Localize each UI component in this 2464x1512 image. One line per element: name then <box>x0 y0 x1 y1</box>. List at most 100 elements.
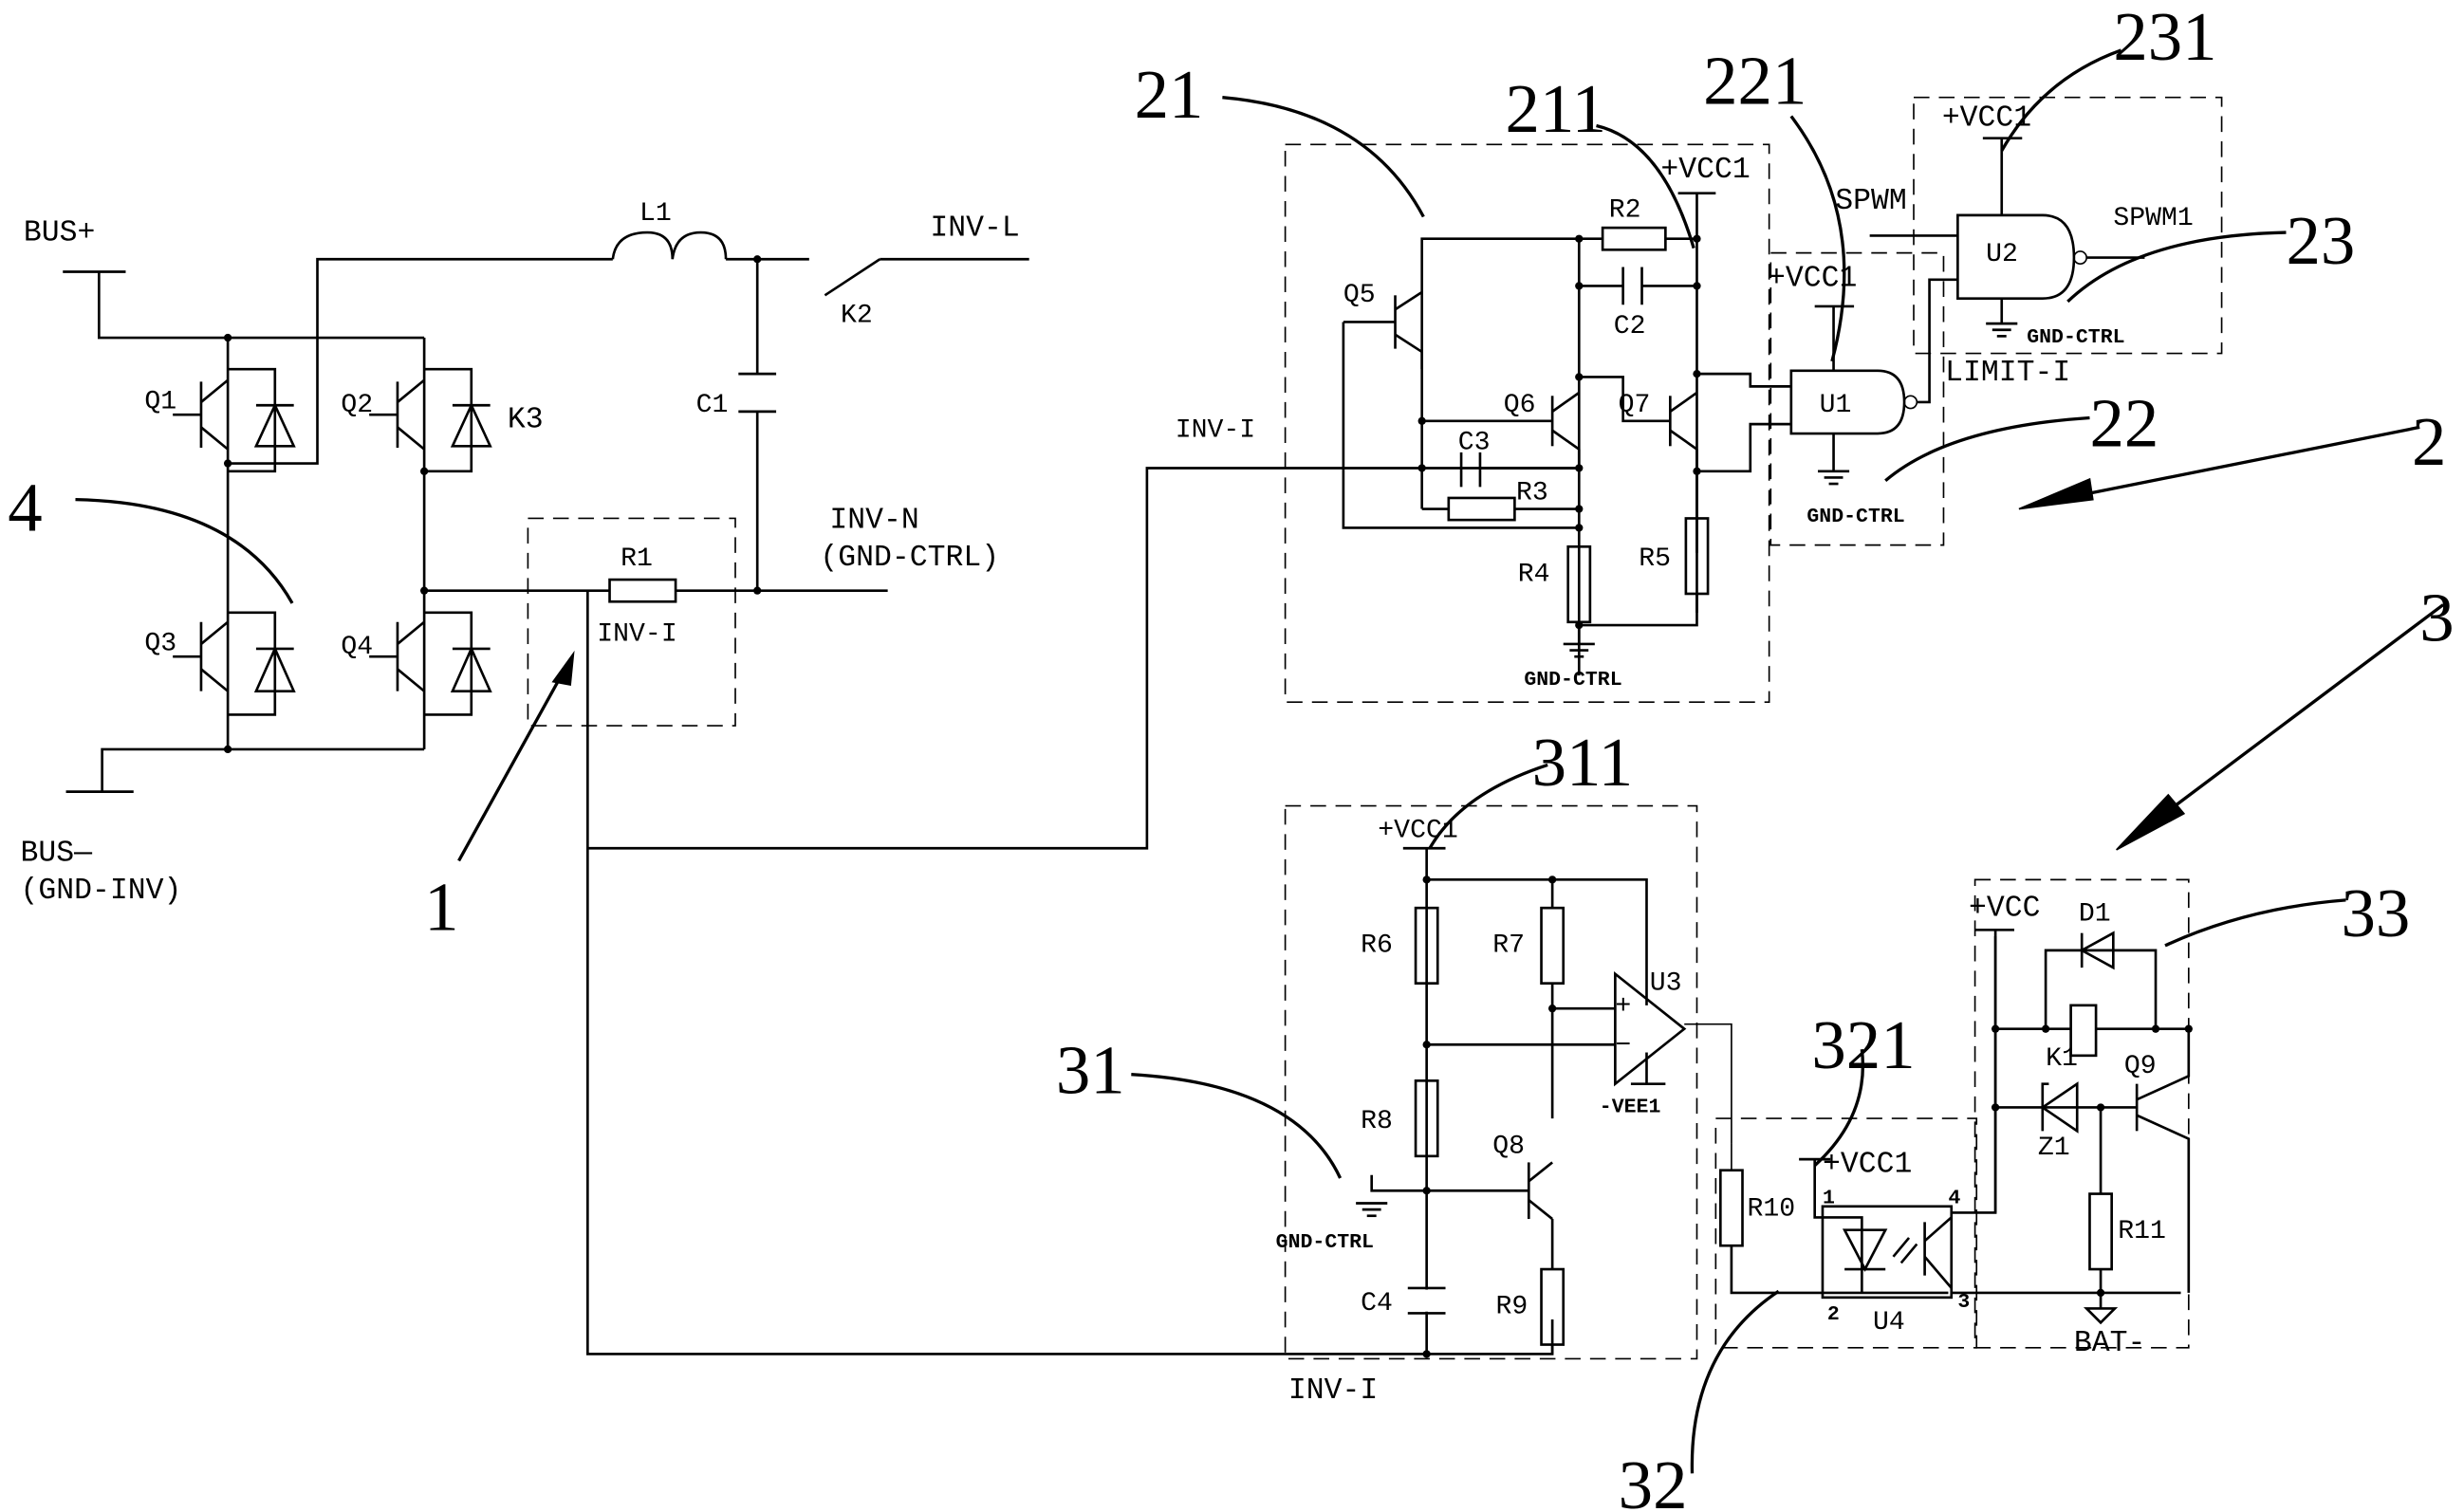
c3-label: C3 <box>1458 429 1491 458</box>
pin-2-label: 2 <box>1827 1303 1840 1326</box>
schematic-polyline <box>2136 1028 2191 1101</box>
schematic-path <box>1596 123 1695 249</box>
k2-label: K2 <box>841 301 873 330</box>
schematic-line <box>397 426 425 451</box>
junction <box>753 255 762 264</box>
schematic-rect <box>1423 1289 1432 1312</box>
schematic-polygon <box>551 650 575 686</box>
u2-label: U2 <box>1986 240 2018 269</box>
schematic-polyline <box>2041 1082 2049 1132</box>
ref-1: 1 <box>424 868 458 945</box>
igbt-q2: Q2 K3 <box>341 367 544 473</box>
inverter-bubble <box>2073 250 2087 266</box>
opto-block-32: R10 +VCC1 1 2 3 4 U4 <box>1714 935 2181 1349</box>
igbt-q4: Q4 <box>341 611 492 716</box>
schematic-line <box>1394 333 1423 354</box>
k1-label: K1 <box>2046 1044 2078 1074</box>
inv-n-label: INV-N <box>829 504 918 537</box>
resistor-r2 <box>1601 226 1667 251</box>
junction-dot <box>1547 1005 1557 1013</box>
q6-label: Q6 <box>1504 391 1536 420</box>
compare-block-31: +VCC1 R6 R7 + − U3 -VEE1 R8 Q8 GND-CTRL <box>1276 804 1732 1408</box>
junction-dot <box>1422 1041 1431 1049</box>
inv-i-to-detect-wire <box>587 467 1580 850</box>
schematic-polyline <box>1730 1245 1949 1295</box>
schematic-polygon <box>450 402 492 448</box>
schematic-line <box>200 668 229 692</box>
r4-label: R4 <box>1518 561 1550 590</box>
bus-minus-label: BUS— <box>21 837 94 870</box>
schematic-line <box>1551 429 1581 451</box>
z1-label: Z1 <box>2038 1134 2070 1163</box>
shunt-block-1 <box>527 517 736 727</box>
r11-label: R11 <box>2118 1217 2166 1246</box>
ref-221: 221 <box>1703 42 1806 119</box>
inverter-bubble <box>1903 395 1918 410</box>
schematic-polygon <box>450 645 492 692</box>
schematic-polygon <box>2018 477 2094 510</box>
schematic-line <box>1669 429 1698 451</box>
junction-dot <box>1575 464 1584 472</box>
q7-label: Q7 <box>1619 391 1651 420</box>
zener-z1 <box>2040 1081 2079 1134</box>
schematic-path <box>1131 1073 1343 1179</box>
switch-k2[interactable] <box>824 258 881 297</box>
opamp-minus-sign: − <box>1615 1032 1631 1061</box>
vcc-label-33: +VCC <box>1969 892 2041 925</box>
junction-dot <box>1693 234 1701 243</box>
schematic-path <box>1884 415 2090 482</box>
q5-label: Q5 <box>1343 281 1376 310</box>
power-stage: BUS+ Q1 Q2 K3 <box>21 199 1580 1355</box>
inductor-l1 <box>611 230 728 260</box>
limit-i-wire <box>1917 278 1958 404</box>
schematic-path <box>1222 96 1425 218</box>
logic-block-22: +VCC1 U1 GND-CTRL LIMIT-I <box>1768 251 2070 546</box>
schematic-polygon <box>2116 793 2186 851</box>
schematic-line <box>1551 391 1581 413</box>
q4-label: Q4 <box>341 633 373 662</box>
junction <box>223 333 232 342</box>
junction-dot <box>1417 416 1426 425</box>
pin-1-label: 1 <box>1823 1187 1835 1209</box>
relay-block-33: +VCC D1 K1 Z1 Q9 R11 BAT- <box>1969 878 2193 1360</box>
junction-dot <box>1422 876 1431 884</box>
schematic-line <box>1669 391 1698 413</box>
schematic-polyline <box>228 367 277 473</box>
schematic-path <box>1690 1289 1780 1474</box>
ref-4: 4 <box>8 470 42 546</box>
schematic-line <box>1892 1237 1911 1258</box>
schematic-polyline <box>1813 1159 1863 1293</box>
schematic-line <box>1528 1199 1553 1221</box>
schematic-polyline <box>1696 372 1791 388</box>
junction-dot <box>1693 369 1701 378</box>
spwm-label: SPWM <box>1835 185 1907 218</box>
schematic-line <box>397 620 425 645</box>
r7-label: R7 <box>1492 931 1525 961</box>
junction-dot <box>1575 524 1584 532</box>
schematic-polygon <box>253 402 296 448</box>
schematic-path <box>2164 898 2346 948</box>
schematic-line <box>1923 1216 1953 1243</box>
schematic-line <box>397 378 425 403</box>
junction-dot <box>1422 1187 1431 1195</box>
schematic-polyline <box>1426 878 1648 1005</box>
r2-label: R2 <box>1609 196 1641 226</box>
junction-dot <box>1417 464 1426 472</box>
r10-label: R10 <box>1747 1195 1795 1225</box>
junction-dot <box>1693 282 1701 290</box>
schematic-line <box>1923 1255 1953 1289</box>
schematic-polyline <box>228 611 277 716</box>
r9-label: R9 <box>1496 1292 1528 1321</box>
ref-311: 311 <box>1532 724 1634 801</box>
schematic-line <box>397 668 425 692</box>
r8-label: R8 <box>1361 1107 1393 1136</box>
junction <box>753 586 762 595</box>
junction <box>223 745 232 754</box>
junction-dot <box>1991 1024 2000 1033</box>
schematic-line <box>200 378 229 403</box>
igbt-q1: Q1 <box>144 367 296 473</box>
schematic-line <box>200 620 229 645</box>
junction-dot <box>1575 505 1584 513</box>
u3-label: U3 <box>1650 968 1682 998</box>
